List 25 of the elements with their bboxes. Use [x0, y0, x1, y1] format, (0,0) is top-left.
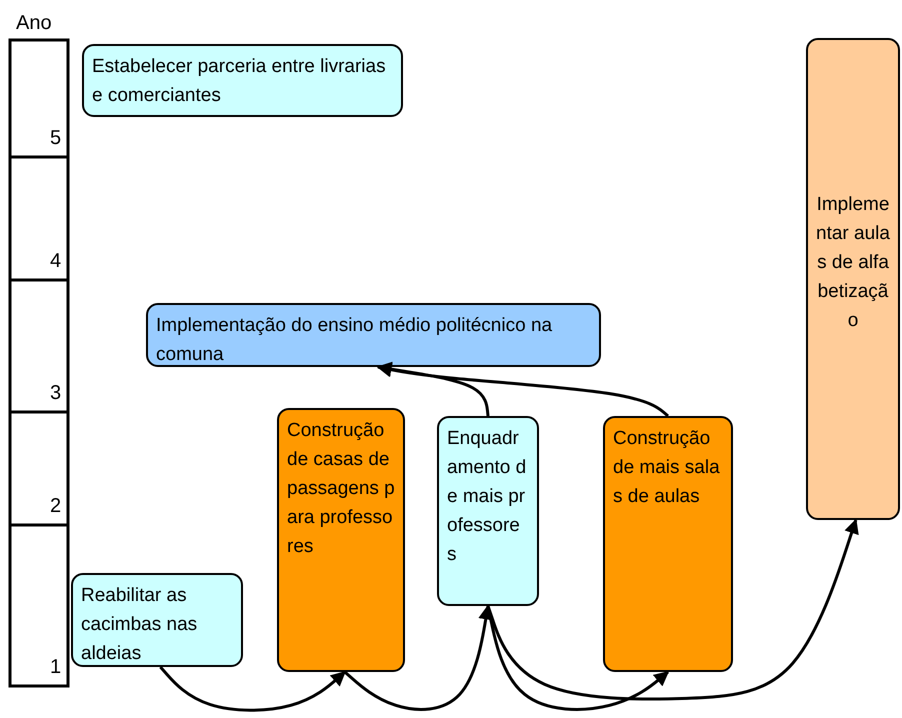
box-text: Enquadramento de mais professores [447, 427, 528, 567]
process-box [277, 408, 405, 672]
box-text: Construção de mais salas de aulas [613, 427, 721, 509]
process-box [82, 44, 403, 117]
arrow [376, 362, 490, 416]
box-text: Estabelecer parceria entre livrarias e comerciantes [92, 55, 387, 108]
arrow [159, 666, 346, 712]
box-text: Reabilitar as cacimbas nas aldeias [81, 584, 198, 666]
process-box [806, 38, 900, 520]
year-number: 3 [50, 382, 62, 405]
process-box [146, 303, 601, 367]
process-box [603, 416, 733, 672]
year-number: 2 [50, 495, 62, 518]
box-text: Construção de casas de passagens para professores [287, 419, 395, 559]
arrow [376, 362, 669, 418]
arrow [486, 518, 859, 701]
year-number: 5 [50, 127, 62, 150]
process-box [437, 416, 539, 606]
arrow [486, 606, 670, 711]
year-number: 1 [50, 656, 62, 679]
year-number: 4 [50, 250, 62, 273]
box-text: Implementação do ensino médio politécnico na comuna [156, 314, 554, 367]
box-text: Implementar aulas de alfabetização [816, 193, 890, 333]
axis-title: Ano [16, 12, 52, 35]
process-box [71, 573, 243, 667]
